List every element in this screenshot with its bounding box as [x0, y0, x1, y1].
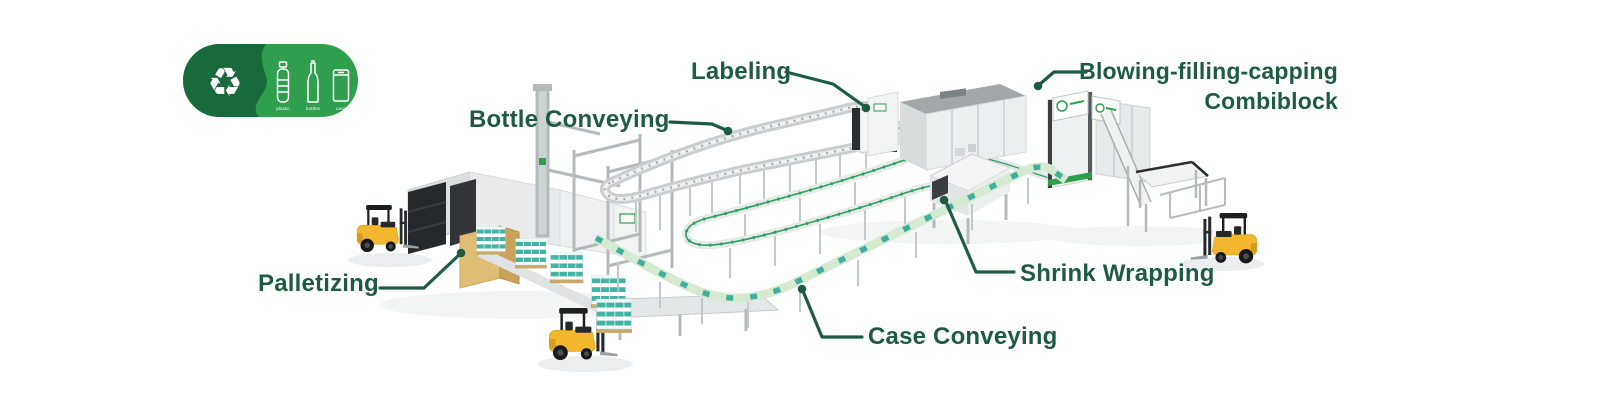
palletizing-leader-line: [378, 248, 466, 290]
combiblock-machine: [1047, 90, 1226, 232]
case-conveying-leader-line: [797, 284, 864, 339]
can-icon: [332, 69, 350, 102]
callout-blowing-filling-capping: Blowing-filling-capping Combiblock: [1079, 56, 1338, 116]
badge-item-label-plastic: plastic: [276, 106, 290, 112]
case-conveyor: [593, 162, 1069, 303]
callout-blowing-line2: Combiblock: [1204, 88, 1338, 114]
recycle-icon: ♻: [207, 61, 243, 105]
buffer-conveyor-loop: [681, 152, 965, 250]
labeling-leader-line: [784, 70, 871, 113]
floor-shadows: [348, 220, 1264, 372]
electrical-cabinets: [867, 84, 1027, 171]
discharge-table: [1134, 160, 1210, 208]
callout-bottle-conveying: Bottle Conveying: [469, 106, 670, 133]
bottle-conveying-leader-line: [668, 120, 733, 136]
callout-labeling: Labeling: [691, 58, 792, 85]
callout-palletizing: Palletizing: [258, 270, 379, 297]
badge-dark-half: [183, 44, 267, 117]
callout-case-conveying: Case Conveying: [868, 323, 1058, 350]
case-conveyor-legs: [617, 178, 1029, 328]
recyclable-materials-badge: ♻ plastic bottles cans: [183, 44, 358, 117]
plastic-bottle-icon: [276, 61, 290, 103]
glass-bottle-icon: [307, 60, 319, 103]
blowing-filling-capping-leader-line: [1033, 70, 1088, 91]
platform-railing: [1159, 177, 1226, 219]
shrink-wrapping-leader-line: [939, 195, 1016, 274]
badge-item-label-bottles: bottles: [306, 106, 321, 112]
callout-blowing-line1: Blowing-filling-capping: [1079, 58, 1338, 84]
callout-shrink-wrapping: Shrink Wrapping: [1020, 260, 1215, 287]
empty-pallet-stacks: [407, 179, 476, 254]
badge-item-label-cans: cans: [336, 107, 347, 112]
